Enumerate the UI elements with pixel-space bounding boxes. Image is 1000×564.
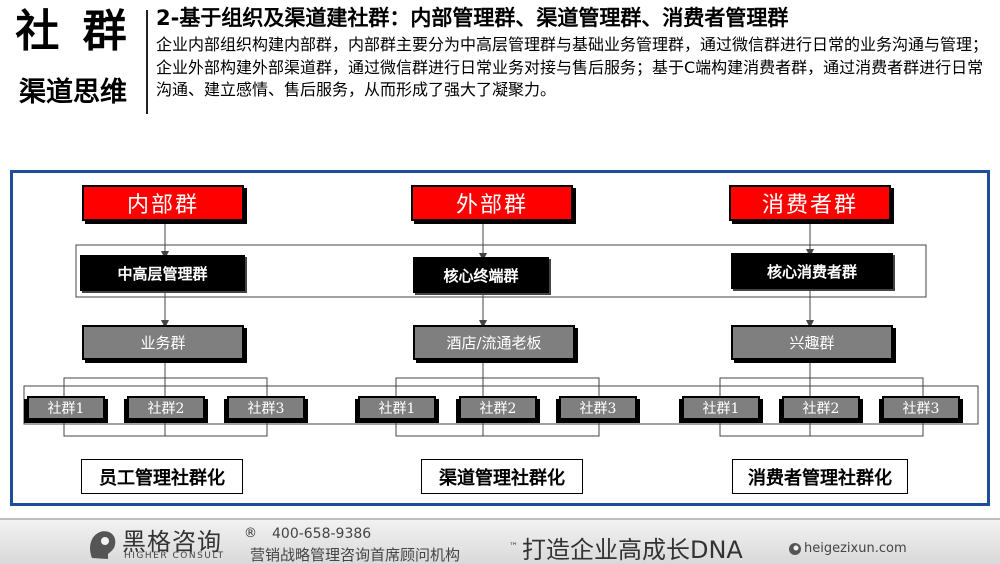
website-globe-icon — [789, 543, 801, 555]
brand-title: 社 群 — [15, 6, 131, 57]
header-divider — [146, 10, 148, 114]
community-1-internal: 社群1 — [27, 396, 105, 420]
group-hotel-distributor: 酒店/流通老板 — [413, 325, 575, 360]
group-interest: 兴趣群 — [731, 325, 893, 360]
group-external: 外部群 — [411, 185, 573, 221]
footer-bar: 黑格咨询 HIGHER CONSULT ® 400-658-9386 营销战略管… — [0, 518, 1000, 564]
slide-description: 企业内部组织构建内部群，内部群主要分为中高层管理群与基础业务管理群，通过微信群进… — [156, 35, 989, 99]
footer-tagline: 营销战略管理咨询首席顾问机构 — [250, 546, 461, 564]
group-senior-management: 中高层管理群 — [80, 255, 245, 291]
diagram-frame — [10, 170, 990, 506]
label-consumer-management: 消费者管理社群化 — [732, 459, 908, 494]
trademark-icon: ™ — [509, 542, 518, 552]
slide-title: 2-基于组织及渠道建社群：内部管理群、渠道管理群、消费者管理群 — [156, 6, 789, 30]
community-3-external: 社群3 — [559, 396, 637, 420]
group-core-terminal: 核心终端群 — [413, 257, 549, 293]
community-2-external: 社群2 — [459, 396, 537, 420]
label-channel-management: 渠道管理社群化 — [421, 459, 583, 494]
community-1-consumer: 社群1 — [682, 396, 760, 420]
community-3-internal: 社群3 — [227, 396, 305, 420]
group-internal: 内部群 — [82, 185, 244, 221]
brand-subtitle: 渠道思维 — [19, 77, 127, 108]
community-2-internal: 社群2 — [127, 396, 205, 420]
group-core-consumer: 核心消费者群 — [731, 253, 893, 289]
logo-text-cn: 黑格咨询 — [122, 528, 222, 556]
community-1-external: 社群1 — [358, 396, 436, 420]
footer-website[interactable]: heigezixun.com — [804, 541, 907, 556]
community-2-consumer: 社群2 — [782, 396, 860, 420]
label-employee-management: 员工管理社群化 — [81, 459, 243, 494]
footer-slogan: 打造企业高成长DNA — [522, 536, 743, 564]
logo-text-en: HIGHER CONSULT — [124, 551, 225, 561]
footer-phone: 400-658-9386 — [272, 526, 372, 542]
logo-head-icon — [90, 531, 116, 559]
registered-mark-icon: ® — [244, 526, 257, 541]
community-3-consumer: 社群3 — [882, 396, 960, 420]
group-business: 业务群 — [82, 325, 244, 360]
group-consumer: 消费者群 — [729, 185, 891, 221]
